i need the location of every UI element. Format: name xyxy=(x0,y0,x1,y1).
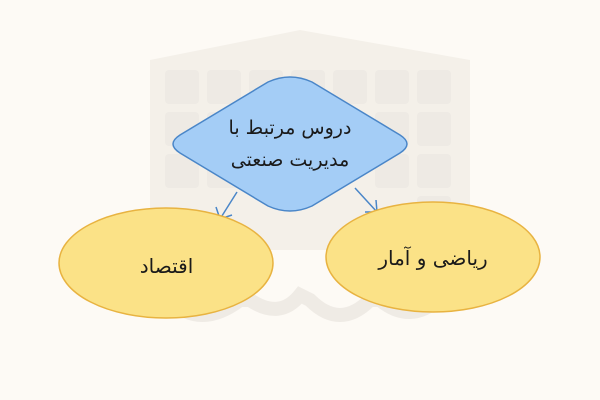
economics-label: اقتصاد xyxy=(139,254,194,278)
economics-ellipse xyxy=(58,207,274,319)
root-diamond xyxy=(172,76,408,212)
math-statistics-ellipse xyxy=(325,201,541,313)
root-label-line-2: مدیریت صنعتی xyxy=(230,149,350,171)
root-label-line-1: دروس مرتبط با xyxy=(228,117,352,139)
math-statistics-label: ریاضی و آمار xyxy=(378,246,488,270)
